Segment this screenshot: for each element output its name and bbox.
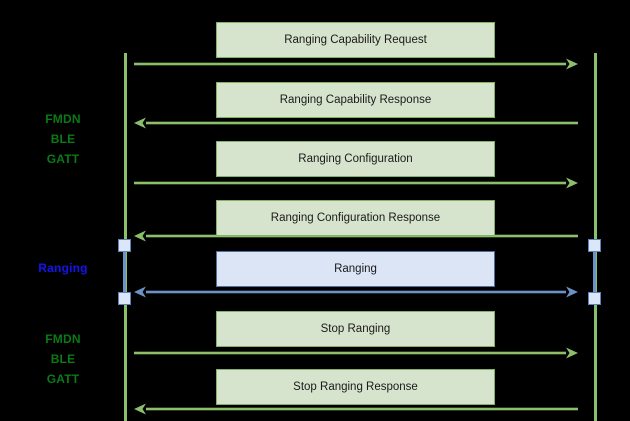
activation-right-bar bbox=[593, 239, 596, 305]
activation-right-marker-start bbox=[588, 239, 601, 252]
arrow-stop-ranging-response bbox=[134, 400, 578, 418]
right-lifeline bbox=[594, 53, 597, 421]
message-label-stop-ranging-response: Stop Ranging Response bbox=[293, 381, 418, 393]
activation-right-marker-end bbox=[588, 292, 601, 305]
message-label-ranging-capability-response: Ranging Capability Response bbox=[279, 94, 432, 106]
arrow-ranging bbox=[134, 283, 578, 301]
message-label-ranging-capability-request: Ranging Capability Request bbox=[284, 34, 427, 46]
arrow-ranging-capability-request bbox=[134, 55, 578, 73]
message-box-ranging-configuration-response: Ranging Configuration Response bbox=[216, 200, 495, 236]
message-box-ranging-capability-response: Ranging Capability Response bbox=[216, 82, 495, 118]
message-box-ranging-configuration: Ranging Configuration bbox=[216, 141, 495, 177]
message-label-ranging-configuration-response: Ranging Configuration Response bbox=[270, 212, 441, 224]
message-label-ranging: Ranging bbox=[334, 263, 377, 275]
message-label-stop-ranging: Stop Ranging bbox=[320, 323, 391, 335]
arrow-ranging-configuration-response bbox=[134, 227, 578, 245]
arrow-ranging-configuration bbox=[134, 174, 578, 192]
arrow-stop-ranging bbox=[134, 344, 578, 362]
message-box-ranging-capability-request: Ranging Capability Request bbox=[216, 22, 495, 58]
message-box-stop-ranging: Stop Ranging bbox=[216, 311, 495, 347]
phase-ranging: Ranging bbox=[38, 261, 88, 275]
activation-left-marker-end bbox=[118, 292, 131, 305]
phase-fmdn-ble-gatt-top: FMDN BLE GATT bbox=[45, 112, 81, 166]
message-box-stop-ranging-response: Stop Ranging Response bbox=[216, 369, 495, 405]
activation-left-marker-start bbox=[118, 239, 131, 252]
activation-left-bar bbox=[123, 239, 126, 305]
arrow-ranging-capability-response bbox=[134, 114, 578, 132]
message-label-ranging-configuration: Ranging Configuration bbox=[298, 153, 413, 165]
left-lifeline bbox=[124, 53, 127, 421]
message-box-ranging: Ranging bbox=[216, 251, 495, 287]
phase-fmdn-ble-gatt-bottom: FMDN BLE GATT bbox=[45, 332, 81, 386]
